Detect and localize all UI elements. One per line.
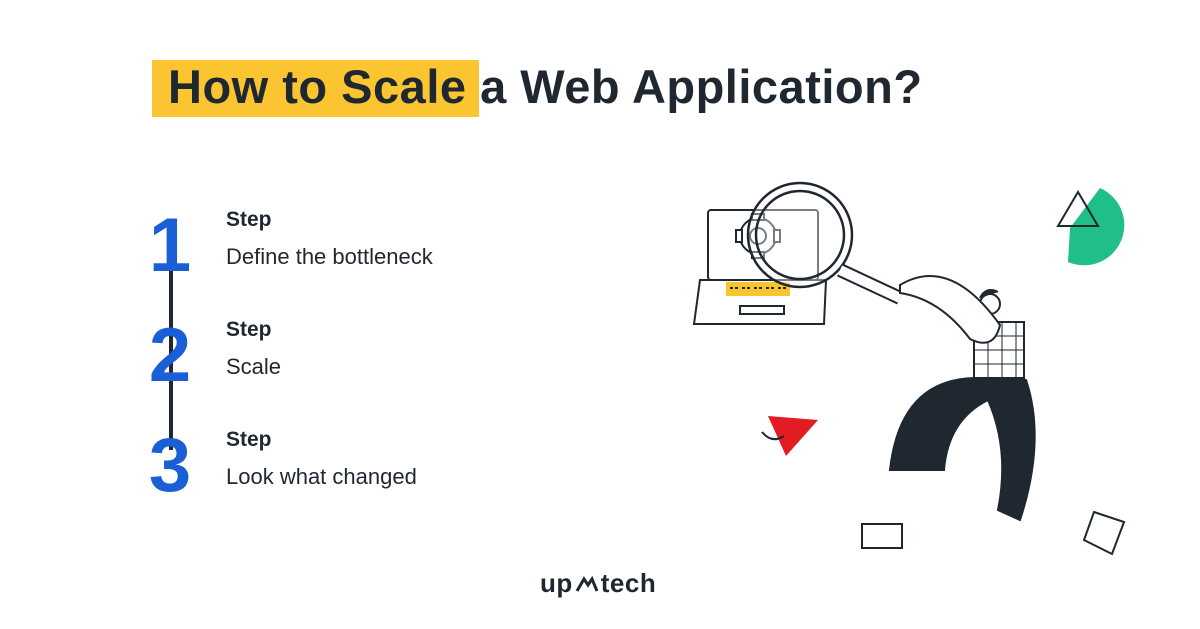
step-label: Step [226,208,272,231]
step-1: 1 Step Define the bottleneck [140,204,560,294]
step-description: Scale [226,354,282,379]
person-illustration [861,275,1126,556]
timeline-connector [169,250,173,450]
step-label: Step [226,318,272,341]
page-title: How to Scale a Web Application? [168,60,923,113]
step-3: 3 Step Look what changed [140,424,560,514]
step-number: 1 [148,203,192,288]
logo-mark-icon [575,575,599,592]
title-highlight [152,60,479,117]
triangle-shape [1056,190,1100,227]
scaling-illustration [692,181,1126,556]
step-description: Look what changed [226,464,417,489]
logo-right: tech [600,568,657,598]
red-triangle-shape [761,416,818,456]
step-number: 2 [148,313,192,398]
logo-left: up [540,568,573,598]
step-label: Step [226,428,272,451]
step-2: 2 Step Scale [140,314,560,404]
step-number: 3 [148,423,192,508]
magnifier-icon [746,181,903,305]
step-description: Define the bottleneck [226,244,433,269]
